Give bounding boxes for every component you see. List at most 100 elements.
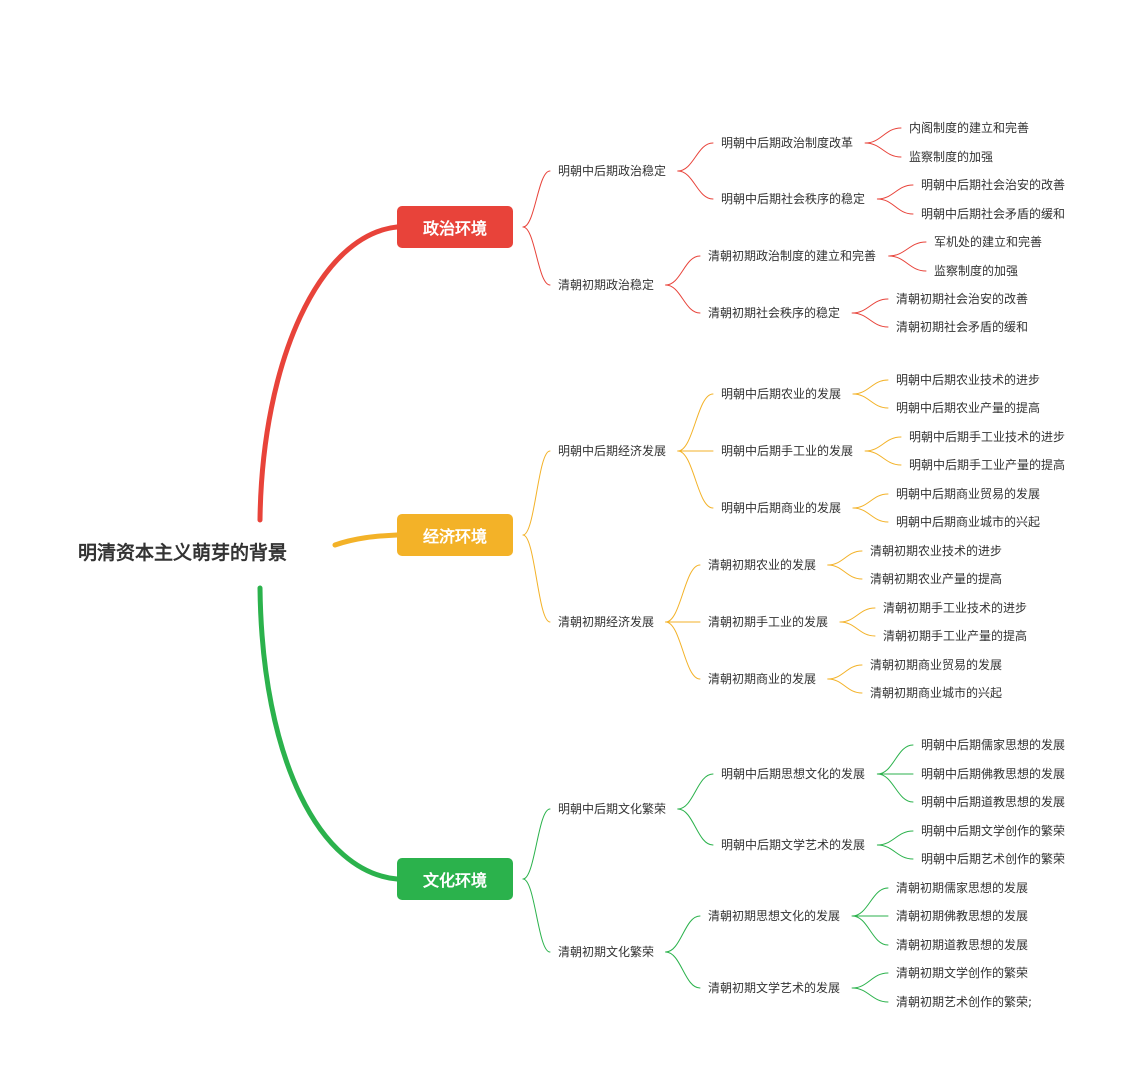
edge-l4-1-0-2-0 [852, 493, 889, 509]
edge-l4-2-0-0-0 [876, 744, 914, 775]
topic-label: 清朝初期手工业的发展 [708, 615, 829, 629]
edge-l4-1-1-2-1 [827, 678, 863, 694]
leaf-label: 清朝初期儒家思想的发展 [896, 881, 1029, 895]
edge-l4-0-0-1-1 [876, 198, 914, 215]
edge-l2-2-0 [522, 808, 551, 880]
edge-l4-2-1-0-0 [851, 887, 889, 917]
edge-l3-0-1-1 [665, 284, 701, 314]
edge-l3-1-0-2 [677, 450, 714, 509]
leaf-label: 清朝初期商业贸易的发展 [870, 658, 1003, 672]
edge-l4-2-1-0-2 [851, 915, 889, 946]
leaf-label: 明朝中后期农业技术的进步 [896, 373, 1041, 387]
edge-l4-1-1-1-0 [839, 607, 876, 623]
branch-economic: 经济环境 [397, 514, 513, 556]
edge-l3-1-1-0 [665, 564, 701, 623]
topic-label: 清朝初期农业的发展 [708, 558, 817, 572]
topic-label: 清朝初期政治制度的建立和完善 [708, 249, 877, 263]
subtopic-label: 清朝初期经济发展 [558, 615, 655, 629]
root-topic: 明清资本主义萌芽的背景 [78, 542, 288, 564]
edge-l4-1-1-2-0 [827, 664, 863, 680]
leaf-label: 内阁制度的建立和完善 [909, 121, 1030, 135]
leaf-label: 清朝初期手工业产量的提高 [883, 629, 1028, 643]
leaf-label: 军机处的建立和完善 [934, 235, 1043, 249]
topic-label: 明朝中后期商业的发展 [721, 501, 842, 515]
topic-label: 清朝初期社会秩序的稳定 [708, 306, 841, 320]
leaf-label: 清朝初期艺术创作的繁荣; [896, 995, 1033, 1009]
edge-l4-0-0-0-0 [864, 127, 902, 144]
topic-label: 明朝中后期思想文化的发展 [721, 767, 866, 781]
subtopic-label: 明朝中后期政治稳定 [558, 164, 667, 178]
edge-l4-2-0-1-1 [876, 844, 914, 860]
edge-l4-0-1-0-0 [888, 241, 927, 257]
leaf-label: 明朝中后期佛教思想的发展 [921, 767, 1066, 781]
leaf-label: 监察制度的加强 [909, 150, 994, 164]
edge-l4-0-0-0-1 [864, 142, 902, 158]
subtopic-label: 明朝中后期经济发展 [558, 444, 667, 458]
root-connector-1 [332, 532, 400, 548]
edge-l3-2-1-1 [665, 951, 701, 989]
leaf-label: 明朝中后期道教思想的发展 [921, 795, 1066, 809]
edge-l3-0-0-1 [677, 170, 714, 200]
edge-l4-1-0-1-1 [864, 450, 902, 466]
leaf-label: 明朝中后期手工业产量的提高 [909, 458, 1066, 472]
subtopic-label: 清朝初期文化繁荣 [558, 945, 655, 959]
edge-l3-1-1-2 [665, 621, 701, 680]
leaf-label: 清朝初期道教思想的发展 [896, 938, 1029, 952]
root-connector-2 [257, 585, 400, 882]
edge-l4-0-1-0-1 [888, 255, 927, 272]
topic-label: 清朝初期商业的发展 [708, 672, 817, 686]
edge-l4-2-1-1-0 [851, 972, 889, 989]
edge-l2-0-1 [522, 226, 551, 286]
edge-l3-0-1-0 [665, 255, 701, 286]
leaf-label: 监察制度的加强 [934, 264, 1019, 278]
leaf-label: 明朝中后期儒家思想的发展 [921, 738, 1066, 752]
edge-l4-1-1-0-1 [827, 564, 863, 580]
edge-l4-2-1-1-1 [851, 987, 889, 1003]
leaf-label: 清朝初期文学创作的繁荣 [896, 966, 1029, 980]
edge-l4-0-1-1-0 [851, 298, 889, 314]
edge-l2-2-1 [522, 878, 551, 953]
leaf-label: 明朝中后期社会矛盾的缓和 [921, 207, 1066, 221]
leaf-label: 清朝初期农业产量的提高 [870, 572, 1003, 586]
topic-label: 明朝中后期手工业的发展 [721, 444, 854, 458]
edge-l3-2-0-1 [677, 808, 714, 846]
root-connector-0 [257, 224, 400, 523]
leaf-label: 清朝初期佛教思想的发展 [896, 909, 1029, 923]
leaf-label: 清朝初期农业技术的进步 [870, 544, 1003, 558]
subtopic-label: 清朝初期政治稳定 [558, 278, 655, 292]
leaf-label: 明朝中后期手工业技术的进步 [909, 430, 1066, 444]
leaf-label: 明朝中后期商业城市的兴起 [896, 515, 1041, 529]
edge-l4-1-0-1-0 [864, 436, 902, 452]
edge-l4-1-0-2-1 [852, 507, 889, 523]
subtopic-label: 明朝中后期文化繁荣 [558, 802, 667, 816]
edge-l4-0-0-1-0 [876, 184, 914, 200]
edge-l4-0-1-1-1 [851, 312, 889, 328]
edge-l2-0-0 [522, 170, 551, 228]
topic-label: 明朝中后期文学艺术的发展 [721, 838, 866, 852]
edge-l4-2-0-0-2 [876, 773, 914, 803]
edge-l2-1-0 [522, 450, 551, 536]
edge-l4-1-0-0-1 [852, 393, 889, 409]
topic-label: 明朝中后期政治制度改革 [721, 136, 854, 150]
leaf-label: 明朝中后期文学创作的繁荣 [921, 824, 1066, 838]
topic-label: 明朝中后期社会秩序的稳定 [721, 192, 866, 206]
leaf-label: 清朝初期社会治安的改善 [896, 292, 1029, 306]
topic-label: 清朝初期文学艺术的发展 [708, 981, 841, 995]
topic-label: 明朝中后期农业的发展 [721, 387, 842, 401]
edge-l2-1-1 [522, 534, 551, 623]
edge-l4-1-1-1-1 [839, 621, 876, 637]
edge-l4-1-1-0-0 [827, 550, 863, 566]
leaf-label: 清朝初期商业城市的兴起 [870, 686, 1003, 700]
branch-political: 政治环境 [397, 206, 513, 248]
leaf-label: 明朝中后期社会治安的改善 [921, 178, 1066, 192]
edge-l3-2-0-0 [677, 773, 714, 810]
leaf-label: 明朝中后期艺术创作的繁荣 [921, 852, 1066, 866]
edge-l4-1-0-0-0 [852, 379, 889, 395]
edge-l4-2-0-1-0 [876, 830, 914, 846]
topic-label: 清朝初期思想文化的发展 [708, 909, 841, 923]
edge-l3-0-0-0 [677, 142, 714, 172]
branch-cultural: 文化环境 [397, 858, 513, 900]
edge-l3-2-1-0 [665, 915, 701, 953]
leaf-label: 明朝中后期农业产量的提高 [896, 401, 1041, 415]
edge-l3-1-0-0 [677, 393, 714, 452]
